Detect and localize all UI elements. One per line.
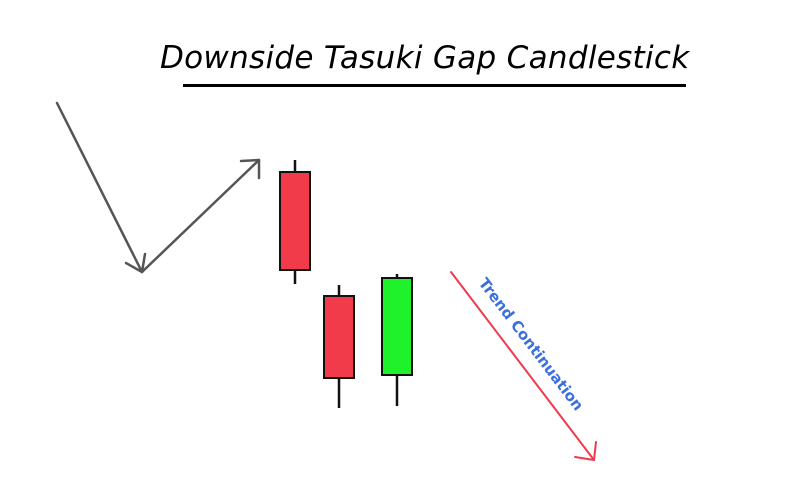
prior-trend-arrows: [55, 101, 261, 274]
candle-3-bullish: [381, 274, 413, 406]
title-underline: [183, 84, 686, 87]
downtrend-arrow-line: [55, 101, 144, 274]
continuation-arrowhead-icon: [574, 441, 597, 461]
uptrend-arrow-line: [140, 158, 261, 274]
candle-2-bearish: [323, 285, 355, 408]
trend-continuation-arrow: [450, 271, 597, 461]
up-arrowhead-icon: [239, 158, 261, 180]
diagram-title: Downside Tasuki Gap Candlestick: [160, 40, 690, 76]
trend-continuation-label: Trend Continuation: [475, 275, 587, 415]
candle-1-bearish: [279, 160, 311, 284]
